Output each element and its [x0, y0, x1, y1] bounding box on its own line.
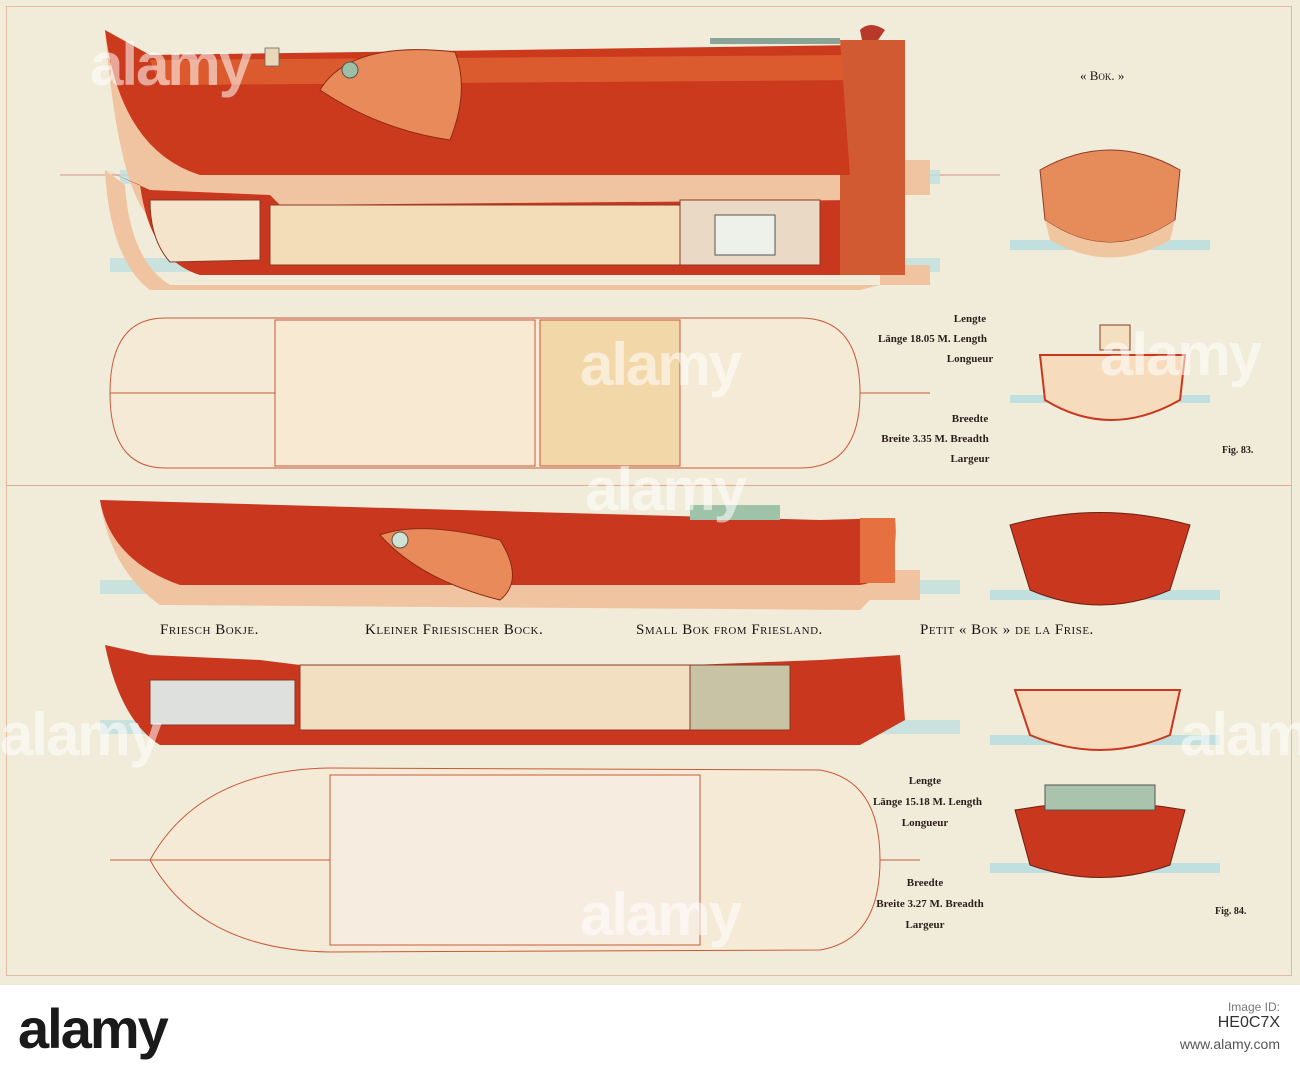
fig84-breadth-line: Breite 3.27 M. Breadth — [876, 898, 984, 910]
bokje-longitudinal-section — [100, 645, 960, 745]
figure-divider — [6, 485, 1292, 486]
watermark: alamy — [580, 881, 742, 948]
site-url: www.alamy.com — [1179, 1036, 1280, 1052]
footer-bar — [0, 985, 1300, 1070]
fig84-breadth-fr: Largeur — [905, 919, 945, 931]
fig83-breadth-fr: Largeur — [950, 453, 990, 465]
fig83-label: Fig. 83. — [1222, 445, 1254, 456]
caption-french: Petit « Bok » de la Frise. — [920, 622, 1094, 638]
image-code: Image ID: HE0C7X — [1218, 1000, 1280, 1032]
fig83-length-line: Länge 18.05 M. Length — [877, 333, 988, 345]
watermark: alamy — [1180, 701, 1300, 768]
fig84-breadth-nl: Breedte — [906, 877, 944, 889]
fig84-length-line: Länge 15.18 M. Length — [872, 796, 983, 808]
fig84-label: Fig. 84. — [1215, 906, 1247, 917]
bok-bow-views — [1010, 149, 1210, 421]
bokje-bow-views — [990, 512, 1220, 878]
fig83-breadth-nl: Breedte — [951, 413, 989, 425]
ship-drawings — [60, 25, 1220, 953]
bok-plan-view — [109, 317, 930, 469]
image-id-value: HE0C7X — [1217, 1014, 1280, 1031]
fig83-breadth-line: Breite 3.35 M. Breadth — [881, 433, 989, 445]
fig83-length-fr: Longueur — [946, 353, 994, 365]
image-id-label: Image ID: — [1227, 1000, 1280, 1014]
alamy-logo: alamy — [18, 997, 169, 1060]
bok-longitudinal-section — [105, 170, 940, 290]
bok-title: « Bok. » — [1080, 68, 1125, 83]
caption-dutch: Friesch Bokje. — [160, 622, 259, 638]
caption-english: Small Bok from Friesland. — [636, 622, 823, 638]
fig84-length-nl: Lengte — [908, 775, 942, 787]
watermark: alamy — [580, 331, 742, 398]
bokje-plan-view — [110, 767, 920, 953]
caption-german: Kleiner Friesischer Bock. — [365, 622, 544, 638]
watermark: alamy — [585, 456, 747, 523]
fig83-length-nl: Lengte — [953, 313, 987, 325]
watermark: alamy — [0, 701, 162, 768]
plate-border — [6, 6, 1292, 976]
watermark: alamy — [1100, 321, 1262, 388]
fig84-length-fr: Longueur — [901, 817, 949, 829]
watermark: alamy — [90, 31, 252, 98]
bokje-side-elevation — [100, 500, 960, 610]
